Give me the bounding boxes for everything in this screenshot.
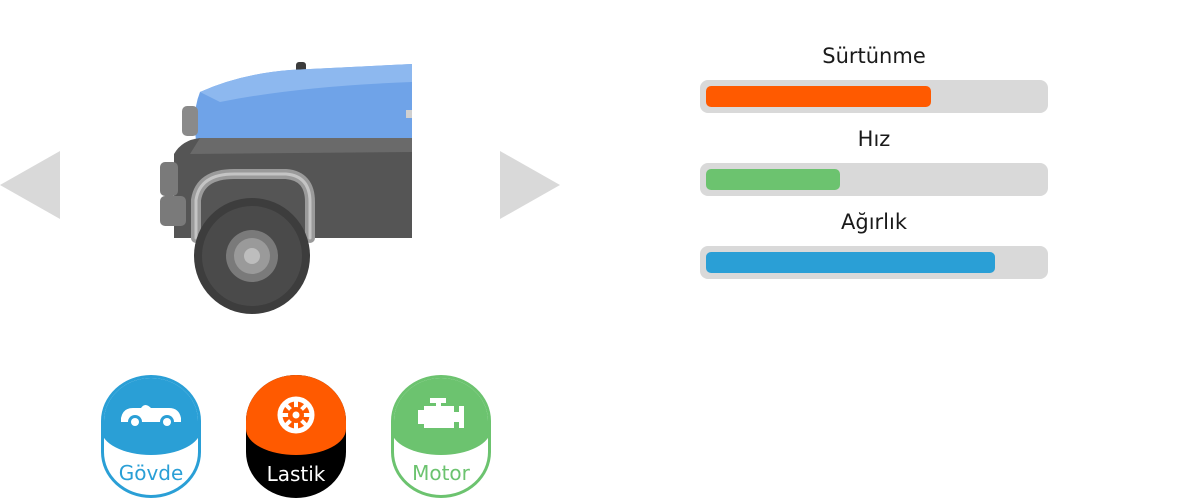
stat-track xyxy=(700,246,1048,279)
body-category-button[interactable]: Gövde xyxy=(101,375,201,498)
tire-category-label: Lastik xyxy=(266,462,326,486)
stat-weight: Ağırlık xyxy=(700,206,1048,289)
stat-label: Sürtünme xyxy=(822,44,926,68)
stat-track xyxy=(700,80,1048,113)
next-arrow-button[interactable] xyxy=(500,151,560,219)
stats-panel: Sürtünme Hız Ağırlık xyxy=(700,40,1048,289)
stat-track xyxy=(700,163,1048,196)
body-category-cap xyxy=(104,378,198,455)
engine-category-label: Motor xyxy=(412,461,470,485)
friction-bar-fill xyxy=(706,86,931,107)
car-image xyxy=(160,62,412,314)
weight-bar-fill xyxy=(706,252,995,273)
engine-category-cap xyxy=(394,378,488,455)
body-category-label: Gövde xyxy=(118,461,184,485)
speed-bar-fill xyxy=(706,169,840,190)
tire-category-button[interactable]: Lastik xyxy=(246,375,346,498)
stat-speed: Hız xyxy=(700,123,1048,206)
engine-icon xyxy=(418,398,464,428)
car-body-icon xyxy=(121,405,181,429)
engine-category-button[interactable]: Motor xyxy=(391,375,491,498)
previous-arrow-button[interactable] xyxy=(0,151,60,219)
tire-category-cap xyxy=(246,375,346,455)
car-preview xyxy=(160,62,412,314)
stat-friction: Sürtünme xyxy=(700,40,1048,123)
stat-label: Hız xyxy=(857,127,891,151)
stat-label: Ağırlık xyxy=(841,210,907,234)
tire-icon xyxy=(277,396,315,434)
